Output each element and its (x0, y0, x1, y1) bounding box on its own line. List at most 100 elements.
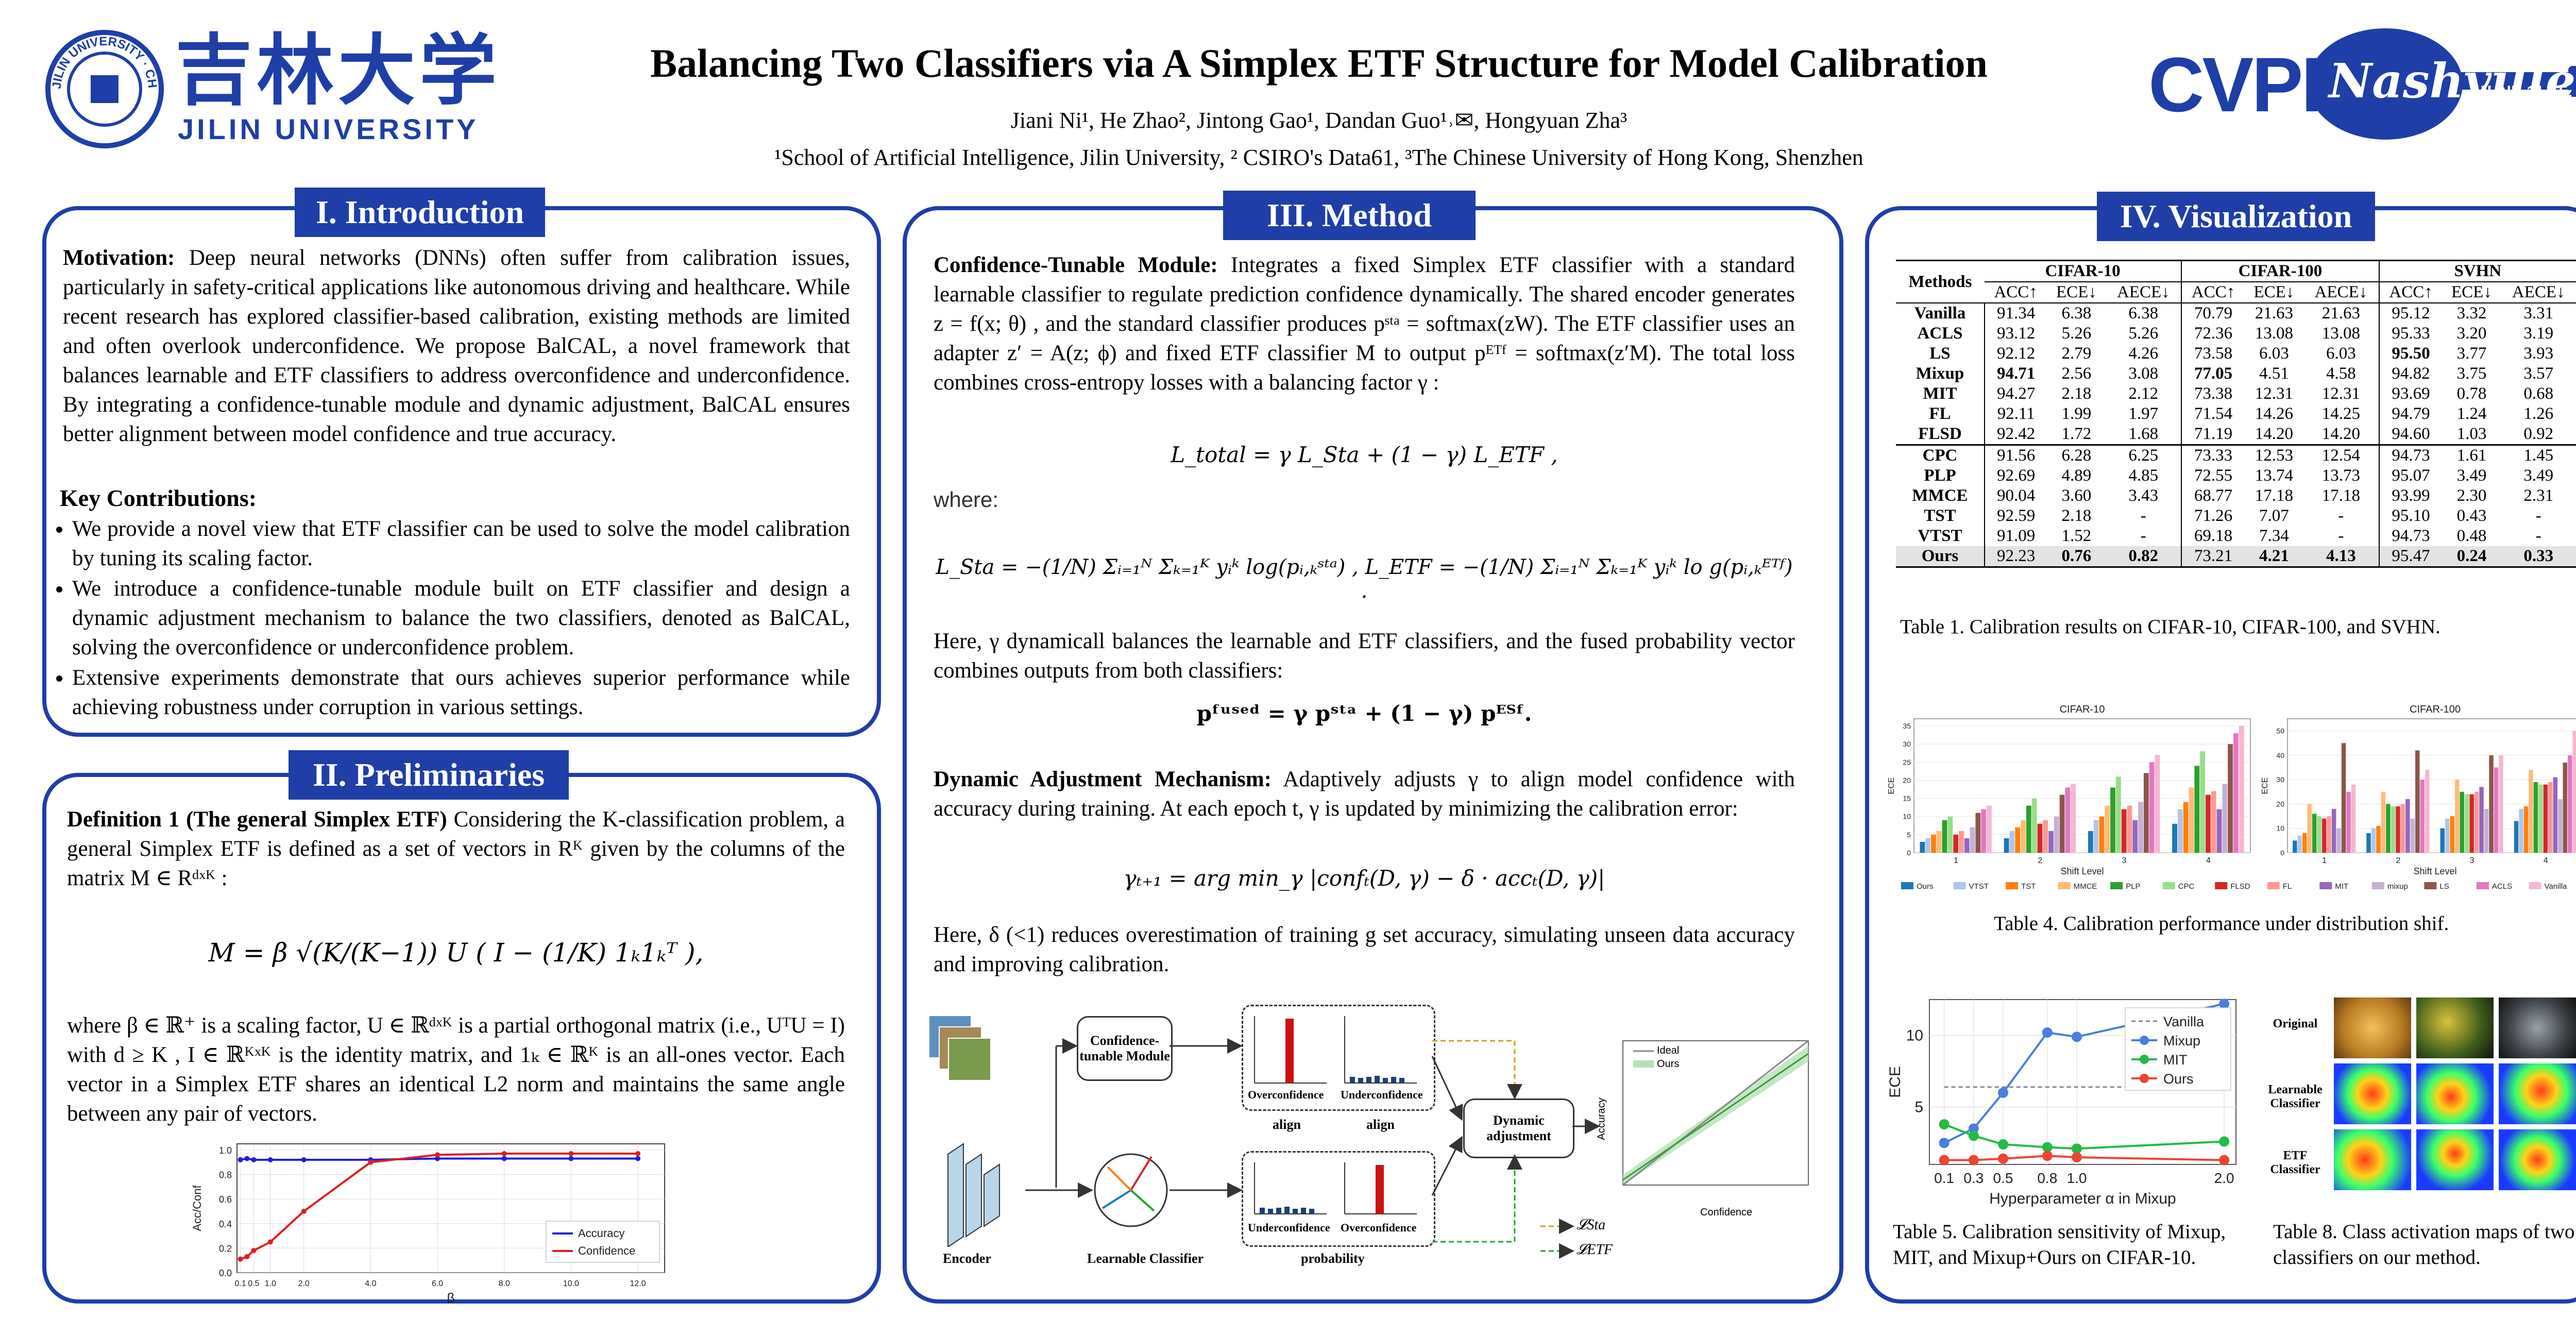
value-cell: 21.63 (2321, 304, 2360, 323)
value-cell: 3.57 (2523, 364, 2554, 383)
motivation-label: Motivation: (63, 246, 175, 270)
encoder-label: Encoder (943, 1251, 991, 1266)
legend-swatch (1901, 882, 1913, 889)
contribution-item: Extensive experiments demonstrate that o… (72, 663, 850, 722)
bar (2211, 791, 2216, 853)
cam-image (2416, 1129, 2494, 1190)
value-cell: 0.82 (2128, 547, 2159, 565)
bar (2474, 791, 2479, 853)
series-line (240, 1153, 638, 1260)
value-cell: 95.07 (2378, 466, 2443, 486)
bar (2189, 787, 2194, 853)
bar (2331, 808, 2336, 853)
data-point (1998, 1139, 2009, 1150)
bar (2307, 804, 2312, 853)
data-point (238, 1157, 243, 1162)
value-cell: 0.43 (2456, 506, 2487, 525)
data-point (1998, 1153, 2009, 1164)
data-point (1968, 1130, 1979, 1141)
legend-label: FLSD (2230, 882, 2250, 891)
bar (1987, 805, 1992, 853)
value-cell: 3.32 (2456, 304, 2487, 323)
value-cell: 3.20 (2456, 324, 2487, 343)
cvpr-dates: JUNE 11-15, 2025 (2478, 82, 2573, 120)
value-cell: 12.53 (2255, 446, 2294, 465)
bar (2396, 806, 2400, 853)
legend-swatch (1953, 882, 1966, 889)
legend-label: Accuracy (578, 1227, 624, 1240)
value-cell: 3.49 (2523, 466, 2554, 485)
value-cell: 4.21 (2259, 547, 2289, 565)
bar (2519, 808, 2523, 853)
value-cell: 71.19 (2181, 424, 2245, 445)
legend-label: MIT (2163, 1052, 2188, 1068)
y-tick-label: 10 (1906, 1027, 1923, 1044)
value-cell: 14.20 (2255, 425, 2294, 443)
method-title: III. Method (1223, 191, 1476, 240)
legend-box (546, 1221, 660, 1263)
method-name-cell: Mixup (1916, 364, 1964, 383)
probability-label: probability (1301, 1251, 1365, 1266)
value-cell: 90.04 (1984, 486, 2047, 506)
bar (2405, 799, 2410, 853)
reliability-xlabel: Confidence (1700, 1207, 1753, 1218)
value-cell: - (2338, 527, 2344, 545)
letf-legend: 𝓛ETF (1577, 1242, 1613, 1258)
data-point (2042, 1027, 2053, 1038)
bar (1942, 820, 1947, 853)
bar (2460, 791, 2464, 853)
data-point (301, 1208, 307, 1214)
x-tick-label: 2 (2396, 856, 2400, 865)
bar (2015, 827, 2021, 853)
value-cell: 73.21 (2181, 546, 2245, 567)
value-cell: 0.92 (2523, 425, 2554, 443)
value-cell: 91.09 (1984, 526, 2047, 546)
preliminaries-title: II. Preliminaries (289, 750, 569, 800)
data-point (238, 1256, 243, 1262)
value-cell: 14.26 (2255, 404, 2294, 423)
value-cell: - (2140, 527, 2146, 545)
x-tick-label: 4.0 (365, 1279, 376, 1288)
value-cell: 12.54 (2321, 446, 2360, 465)
reliability-ylabel: Accuracy (1596, 1097, 1607, 1140)
x-tick-label: 10.0 (563, 1279, 579, 1288)
x-tick-label: 12.0 (630, 1279, 646, 1288)
learnable-output-group (1242, 1151, 1435, 1247)
bar (2415, 750, 2420, 853)
bar (2371, 828, 2376, 853)
bar (2400, 804, 2405, 853)
bar (2381, 791, 2386, 853)
value-cell: 4.89 (2061, 466, 2092, 485)
underconfidence-label-bottom: Underconfidence (1248, 1221, 1330, 1234)
contributions-heading: Key Contributions: (60, 485, 257, 511)
y-tick-label: 30 (1903, 740, 1911, 748)
ctm-box: Confidence-tunable Module (1077, 1016, 1173, 1081)
value-cell: 1.45 (2523, 446, 2554, 465)
legend-marker (2140, 1055, 2149, 1064)
value-cell: 0.76 (2061, 547, 2092, 565)
value-cell: 1.68 (2128, 425, 2159, 443)
data-point (1998, 1087, 2009, 1098)
data-point (2219, 1136, 2230, 1147)
value-cell: 0.78 (2456, 384, 2487, 403)
metric-header: ECE↓ (2253, 283, 2295, 301)
legend-label: Confidence (578, 1244, 635, 1257)
bar (2321, 818, 2327, 853)
y-tick-label: 30 (2276, 775, 2284, 784)
value-cell: 21.63 (2255, 304, 2294, 323)
cam-image (2334, 1063, 2411, 1124)
fused-paragraph: Here, γ dynamicall balances the learnabl… (934, 629, 1795, 683)
underconfidence-bar-icon (1254, 1162, 1327, 1214)
bar (1964, 838, 1970, 853)
results-table-wrap: Methods CIFAR-10 CIFAR-100 SVHN ACC↑ECE↓… (1896, 260, 2576, 568)
value-cell: 2.56 (2061, 364, 2092, 383)
poster-title: Balancing Two Classifiers via A Simplex … (650, 41, 1988, 86)
metric-header: ECE↓ (2056, 283, 2097, 301)
method-name-cell: MIT (1923, 384, 1957, 403)
legend-label: mixup (2387, 882, 2408, 891)
value-cell: 4.51 (2259, 364, 2289, 383)
